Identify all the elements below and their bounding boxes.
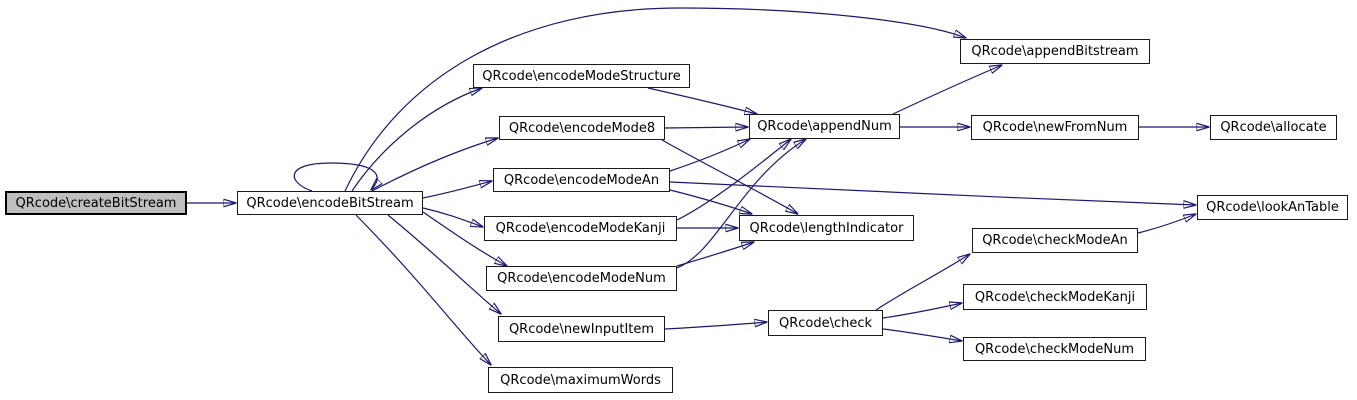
- node-encodeModeAn[interactable]: QRcode\encodeModeAn: [493, 168, 670, 192]
- edge-encodeBitStream-self-loop: [293, 162, 377, 191]
- edge-encodeBitStream-encodeModeAn: [422, 181, 492, 199]
- node-checkModeAn[interactable]: QRcode\checkModeAn: [972, 228, 1138, 253]
- node-checkModeNum[interactable]: QRcode\checkModeNum: [963, 337, 1146, 361]
- node-encodeBitStream[interactable]: QRcode\encodeBitStream: [237, 191, 423, 215]
- node-appendBitstream[interactable]: QRcode\appendBitstream: [960, 39, 1150, 64]
- edge-newInputItem-check: [664, 322, 767, 330]
- edge-encodeModeKanji-appendNum: [676, 139, 791, 221]
- edge-encodeBitStream-encodeMode8: [371, 138, 498, 192]
- node-appendNum[interactable]: QRcode\appendNum: [749, 114, 900, 139]
- node-allocate[interactable]: QRcode\allocate: [1210, 115, 1337, 140]
- edge-encodeBitStream-encodeModeKanji: [422, 207, 483, 227]
- edge-check-checkModeKanji: [882, 303, 962, 319]
- node-encodeModeNum[interactable]: QRcode\encodeModeNum: [486, 266, 677, 291]
- edge-check-checkModeAn: [875, 254, 970, 311]
- edge-encodeModeStructure-appendNum: [647, 87, 757, 114]
- edge-checkModeAn-lookAnTable: [1137, 214, 1196, 234]
- node-checkModeKanji[interactable]: QRcode\checkModeKanji: [963, 284, 1147, 310]
- node-maximumWords[interactable]: QRcode\maximumWords: [488, 367, 673, 393]
- node-encodeModeKanji[interactable]: QRcode\encodeModeKanji: [484, 216, 677, 241]
- edge-encodeBitStream-encodeModeNum: [422, 211, 507, 266]
- node-newInputItem[interactable]: QRcode\newInputItem: [498, 316, 665, 342]
- edge-encodeModeAn-appendNum: [669, 139, 750, 172]
- edge-encodeModeAn-lookAnTable: [669, 181, 1196, 205]
- node-lookAnTable[interactable]: QRcode\lookAnTable: [1197, 195, 1348, 220]
- edge-encodeMode8-appendNum: [664, 127, 748, 128]
- edge-encodeBitStream-newInputItem: [387, 214, 501, 314]
- edge-encodeModeNum-appendNum: [676, 139, 806, 269]
- node-encodeModeStructure[interactable]: QRcode\encodeModeStructure: [473, 64, 690, 88]
- node-check[interactable]: QRcode\check: [768, 310, 883, 336]
- edge-check-checkModeNum: [882, 328, 962, 341]
- node-createBitStream[interactable]: QRcode\createBitStream: [5, 191, 187, 215]
- edge-encodeBitStream-appendBitstream: [344, 7, 966, 192]
- edge-encodeModeAn-lengthIndicator: [669, 189, 752, 214]
- node-newFromNum[interactable]: QRcode\newFromNum: [971, 115, 1139, 140]
- edge-encodeBitStream-maximumWords: [355, 214, 491, 365]
- edge-encodeMode8-lengthIndicator: [661, 139, 798, 214]
- edge-encodeModeNum-lengthIndicator: [676, 242, 754, 267]
- node-encodeMode8[interactable]: QRcode\encodeMode8: [499, 116, 665, 140]
- edge-appendNum-appendBitstream: [892, 65, 1002, 115]
- edge-encodeBitStream-encodeModeStructure: [351, 88, 482, 192]
- node-lengthIndicator[interactable]: QRcode\lengthIndicator: [739, 215, 914, 241]
